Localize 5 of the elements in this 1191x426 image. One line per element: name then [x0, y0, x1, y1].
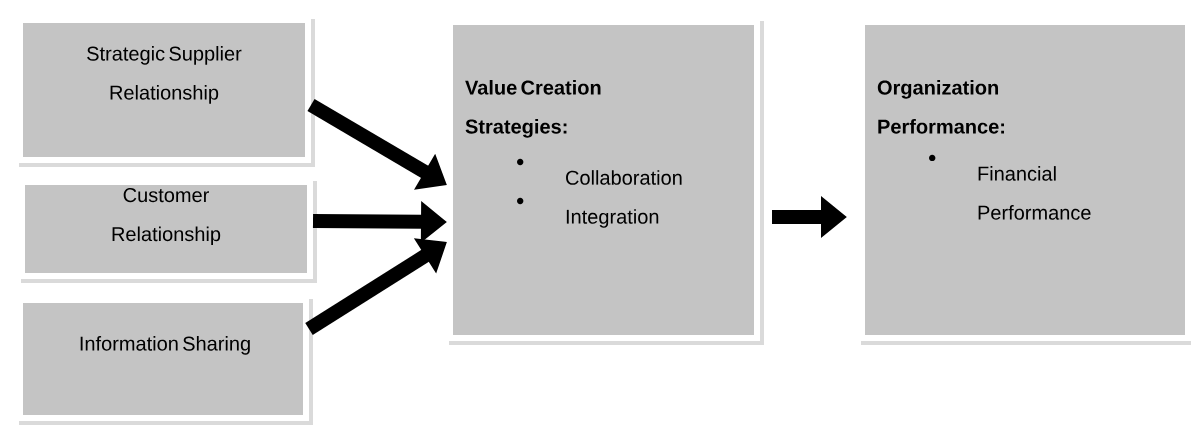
- process-box: Information Sharing: [17, 297, 313, 425]
- process-box: Strategic Supplier Relationship: [17, 17, 315, 167]
- process-box: Customer Relationship: [19, 179, 317, 283]
- process-box: Value Creation Strategies: Collaboration Integration: [447, 19, 764, 345]
- process-box: Organization Performance: Financial Performance: [859, 19, 1191, 345]
